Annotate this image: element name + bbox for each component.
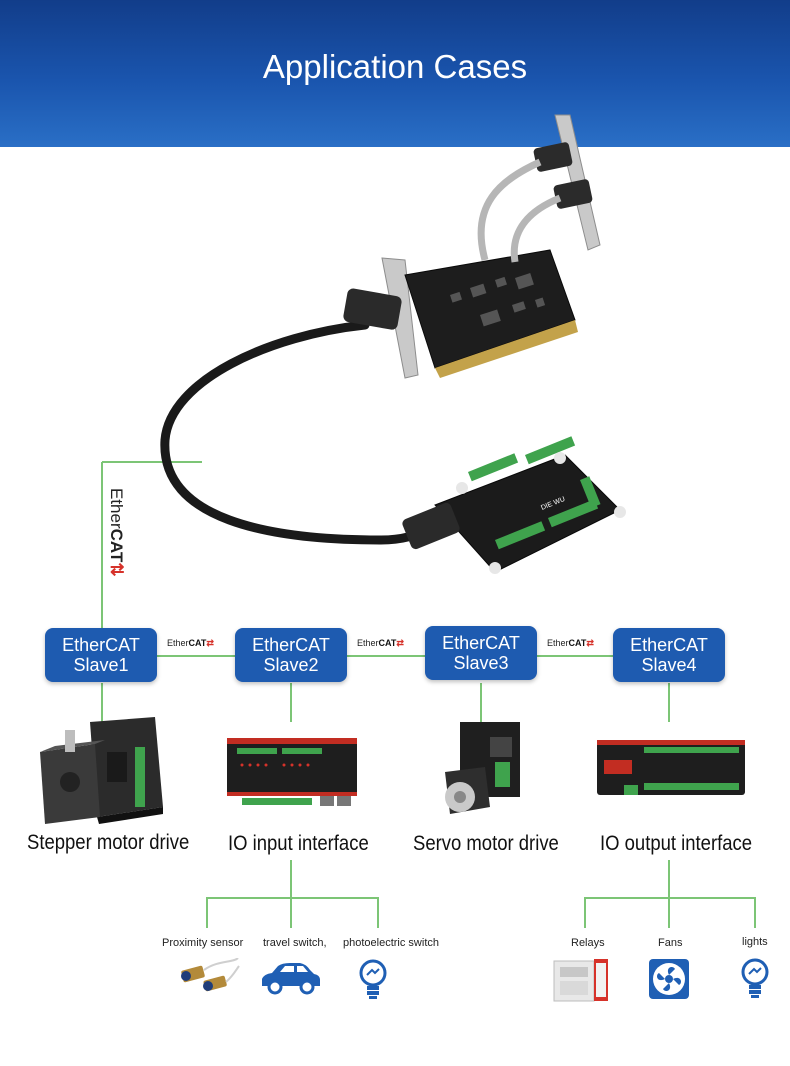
lightbulb-icon-input [359, 959, 387, 999]
stepper-motor-drive-image [40, 717, 163, 824]
io-input-interface-label: IO input interface [228, 832, 369, 855]
slave1-line2: Slave1 [73, 655, 129, 675]
travel-switch-label: travel switch, [263, 937, 327, 949]
slave2-line2: Slave2 [263, 655, 319, 675]
ethercat-logo-2: EtherCAT⇄ [357, 638, 404, 648]
slave3-box: EtherCAT Slave3 [425, 626, 537, 680]
slave4-box: EtherCAT Slave4 [613, 628, 725, 682]
slave3-line1: EtherCAT [442, 633, 520, 653]
photoelectric-switch-label: photoelectric switch [343, 937, 439, 949]
lightbulb-icon-output [741, 958, 769, 998]
ethercat-logo-1: EtherCAT⇄ [167, 638, 214, 648]
ethercat-vertical-logo: EtherCAT⇅ [107, 488, 126, 577]
slave2-line1: EtherCAT [252, 635, 330, 655]
slave3-line2: Slave3 [453, 653, 509, 673]
car-icon [262, 963, 320, 995]
servo-motor-image [445, 722, 520, 814]
pci-card-assembly: DIE WU [160, 114, 626, 574]
slave4-line2: Slave4 [641, 655, 697, 675]
fans-label: Fans [658, 937, 683, 949]
slave1-line1: EtherCAT [62, 635, 140, 655]
servo-motor-drive-label: Servo motor drive [413, 832, 559, 855]
io-output-interface-label: IO output interface [600, 832, 753, 855]
proximity-sensor-icon [181, 958, 240, 992]
fan-icon [649, 959, 689, 999]
ethercat-logo-3: EtherCAT⇄ [547, 638, 594, 648]
page-title: Application Cases [262, 48, 528, 85]
io-output-module-image [597, 740, 745, 795]
slave1-box: EtherCAT Slave1 [45, 628, 157, 682]
io-input-module-image [227, 738, 357, 806]
slave2-box: EtherCAT Slave2 [235, 628, 347, 682]
lights-label: lights [742, 936, 768, 948]
slave4-line1: EtherCAT [630, 635, 708, 655]
proximity-sensor-label: Proximity sensor [162, 937, 244, 949]
stepper-motor-drive-label: Stepper motor drive [27, 831, 190, 854]
relays-label: Relays [571, 937, 605, 949]
header-banner: Application Cases [0, 0, 790, 147]
relay-icon [553, 959, 608, 1002]
